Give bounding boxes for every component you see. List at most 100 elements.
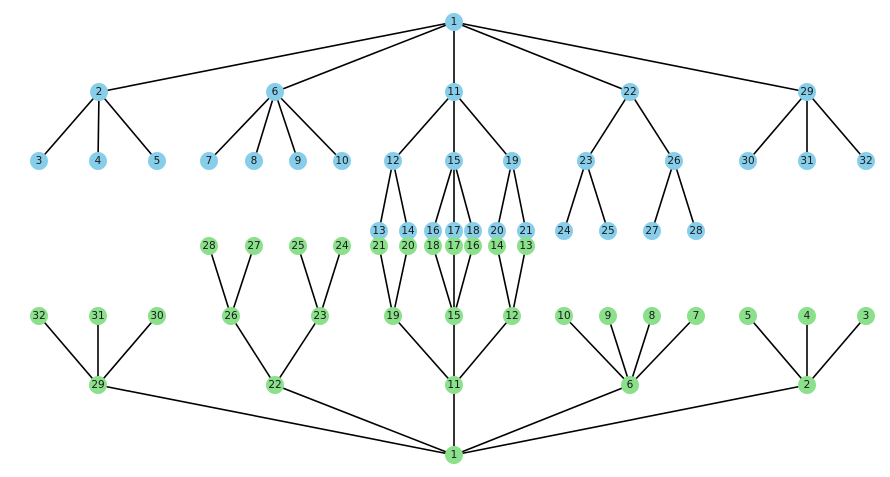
node-circle: [245, 152, 263, 170]
node-label: 17: [447, 240, 460, 252]
node-label: 19: [505, 155, 518, 167]
node-label: 8: [649, 310, 656, 322]
node-label: 6: [272, 86, 279, 98]
node-circle: [200, 237, 218, 255]
top-tree-edge-22-26: [629, 91, 675, 162]
node-circle: [857, 307, 875, 325]
node-circle: [599, 307, 617, 325]
node-circle: [739, 152, 757, 170]
top-tree-edge-6-9: [274, 91, 299, 162]
node-label: 2: [804, 379, 811, 391]
node-label: 20: [490, 225, 503, 237]
node-label: 20: [401, 240, 414, 252]
top-tree-edge-6-7: [208, 91, 276, 162]
node-label: 26: [224, 310, 238, 322]
bottom-tree-node-31: 31: [89, 307, 107, 325]
bottom-tree-edge-29-32: [38, 315, 99, 386]
node-label: 27: [645, 225, 658, 237]
bottom-tree-edge-19-20: [392, 245, 409, 317]
bottom-tree-node-5: 5: [739, 307, 757, 325]
top-tree-node-4: 4: [89, 152, 107, 170]
node-circle: [445, 237, 463, 255]
bottom-tree-edge-6-7: [629, 315, 697, 386]
bottom-tree-node-11: 11: [445, 376, 463, 394]
node-circle: [577, 152, 595, 170]
node-label: 17: [447, 225, 460, 237]
node-circle: [445, 83, 463, 101]
top-tree-node-29: 29: [798, 83, 816, 101]
node-circle: [488, 237, 506, 255]
node-label: 5: [154, 155, 161, 167]
node-label: 22: [268, 379, 281, 391]
node-circle: [89, 307, 107, 325]
bottom-tree-edge-1-29: [97, 384, 455, 456]
top-tree-node-27: 27: [643, 222, 661, 240]
bottom-tree-node-29: 29: [89, 376, 107, 394]
bottom-tree-node-12: 12: [503, 307, 521, 325]
node-label: 13: [372, 225, 385, 237]
bottom-tree-edge-11-19: [392, 315, 455, 386]
node-label: 8: [251, 155, 258, 167]
node-label: 28: [202, 240, 215, 252]
bottom-tree-edge-15-16: [453, 245, 474, 317]
bottom-tree-node-7: 7: [687, 307, 705, 325]
node-circle: [445, 222, 463, 240]
node-label: 12: [505, 310, 518, 322]
node-label: 7: [206, 155, 213, 167]
top-tree-node-14: 14: [399, 222, 417, 240]
node-circle: [687, 222, 705, 240]
bottom-tree-node-6: 6: [621, 376, 639, 394]
top-tree-edge-26-28: [673, 160, 697, 232]
node-label: 16: [466, 240, 480, 252]
top-tree-node-19: 19: [503, 152, 521, 170]
bottom-tree-edge-23-25: [297, 245, 321, 317]
node-label: 29: [91, 379, 104, 391]
bottom-tree-edge-23-24: [319, 245, 343, 317]
node-label: 15: [447, 310, 460, 322]
node-label: 31: [800, 155, 813, 167]
bottom-tree-node-20: 20: [399, 237, 417, 255]
node-label: 30: [741, 155, 754, 167]
top-tree-node-25: 25: [599, 222, 617, 240]
bottom-tree-node-1: 1: [445, 446, 463, 464]
top-tree-node-3: 3: [30, 152, 48, 170]
node-circle: [464, 222, 482, 240]
node-circle: [289, 237, 307, 255]
node-label: 5: [745, 310, 752, 322]
node-label: 32: [859, 155, 872, 167]
node-label: 1: [451, 16, 458, 28]
bottom-tree-node-19: 19: [384, 307, 402, 325]
top-tree-node-6: 6: [266, 83, 284, 101]
top-tree-node-31: 31: [798, 152, 816, 170]
top-tree-edge-6-8: [253, 91, 276, 162]
node-circle: [311, 307, 329, 325]
bottom-tree-edge-1-2: [453, 384, 808, 456]
bottom-tree-edge-26-28: [208, 245, 232, 317]
top-tree-node-2: 2: [90, 83, 108, 101]
top-tree-edge-15-16: [432, 160, 455, 232]
node-circle: [555, 307, 573, 325]
node-circle: [424, 237, 442, 255]
node-circle: [798, 152, 816, 170]
node-label: 2: [96, 86, 103, 98]
node-label: 31: [91, 310, 104, 322]
bottom-tree-edge-22-23: [274, 315, 321, 386]
node-circle: [517, 222, 535, 240]
top-tree-node-28: 28: [687, 222, 705, 240]
bottom-tree-node-17: 17: [445, 237, 463, 255]
node-circle: [266, 376, 284, 394]
bottom-tree-edge-1-22: [274, 384, 455, 456]
node-circle: [503, 307, 521, 325]
top-tree-node-1: 1: [445, 13, 463, 31]
bottom-tree-node-26: 26: [222, 307, 240, 325]
top-tree-node-5: 5: [148, 152, 166, 170]
top-tree-edge-12-14: [392, 160, 409, 232]
node-label: 24: [335, 240, 349, 252]
node-label: 9: [605, 310, 612, 322]
bottom-tree-edge-19-21: [378, 245, 394, 317]
node-circle: [857, 152, 875, 170]
bottom-tree-edge-6-8: [629, 315, 653, 386]
node-circle: [621, 83, 639, 101]
top-tree-edge-19-21: [511, 160, 527, 232]
